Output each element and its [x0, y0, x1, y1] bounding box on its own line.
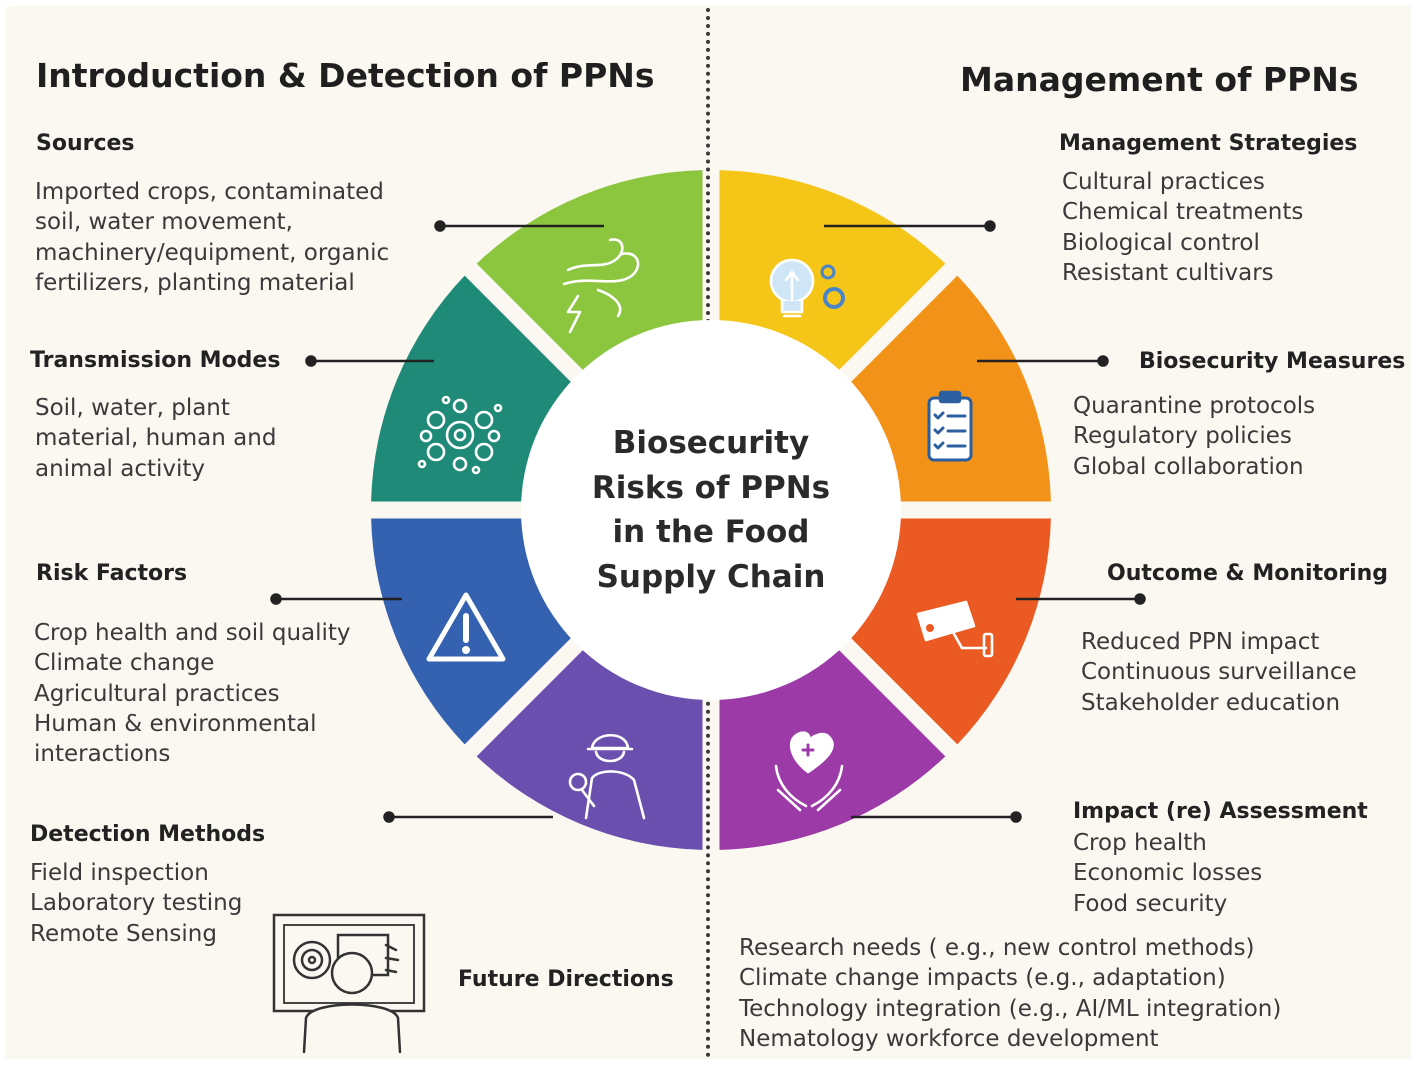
- risk-factors-line: Human & environmental: [34, 710, 317, 737]
- right-heading: Management of PPNs: [960, 60, 1359, 99]
- heart-hands-icon: [774, 731, 844, 812]
- segment-detection: [476, 636, 703, 850]
- worker-magnifier-icon: [568, 734, 646, 820]
- transmission-title: Transmission Modes: [30, 348, 281, 373]
- risk-factors-line: interactions: [34, 741, 171, 768]
- outcome-monitoring-line: Reduced PPN impact: [1081, 629, 1320, 655]
- outcome-monitoring-line: Continuous surveillance: [1081, 659, 1357, 686]
- impact-assessment-line: Crop health: [1073, 830, 1207, 856]
- connector-detection: [383, 811, 553, 823]
- left-heading: Introduction & Detection of PPNs: [36, 56, 655, 95]
- sources-line: fertilizers, planting material: [35, 269, 355, 296]
- management-strategies-line: Resistant cultivars: [1062, 259, 1274, 286]
- connector-management: [824, 220, 996, 232]
- future-directions-line: Research needs ( e.g., new control metho…: [739, 935, 1255, 961]
- gear-cluster-icon: [417, 395, 503, 475]
- connector-biosecurity: [977, 355, 1109, 367]
- center-title-line-4: Supply Chain: [596, 558, 826, 595]
- center-circle: [521, 320, 901, 700]
- biosecurity-measures-line: Global collaboration: [1073, 453, 1304, 480]
- biosecurity-measures-line: Quarantine protocols: [1073, 393, 1316, 419]
- center-title-line-3: in the Food: [612, 514, 810, 550]
- sources-line: machinery/equipment, organic: [35, 239, 390, 266]
- future-directions-list: Research needs ( e.g., new control metho…: [739, 933, 1281, 1054]
- risk-factors-list: Crop health and soil quality Climate cha…: [34, 618, 351, 769]
- connector-risk: [270, 593, 402, 605]
- biosecurity-measures-title: Biosecurity Measures: [1139, 349, 1406, 374]
- connector-impact: [851, 811, 1022, 823]
- wind-lightning-icon: [562, 238, 640, 334]
- future-directions-title: Future Directions: [458, 967, 674, 992]
- center-title-line-2: Risks of PPNs: [591, 469, 831, 506]
- clipboard-checklist-icon: [927, 390, 973, 462]
- segment-biosecurity: [837, 275, 1051, 502]
- detection-methods-list: Field inspection Laboratory testing Remo…: [30, 858, 242, 949]
- segment-risk: [371, 518, 585, 745]
- connector-outcome: [1016, 593, 1146, 605]
- lightbulb-gears-icon: [769, 258, 845, 318]
- management-strategies-line: Cultural practices: [1062, 169, 1265, 195]
- security-camera-icon: [916, 600, 994, 658]
- transmission-line: material, human and: [35, 425, 277, 452]
- transmission-list: Soil, water, plant material, human and a…: [35, 393, 276, 484]
- risk-factors-line: Climate change: [34, 650, 215, 677]
- management-strategies-line: Chemical treatments: [1062, 199, 1304, 226]
- transmission-line: Soil, water, plant: [35, 395, 230, 421]
- impact-assessment-line: Food security: [1073, 890, 1228, 917]
- risk-factors-title: Risk Factors: [36, 561, 188, 586]
- future-directions-line: Climate change impacts (e.g., adaptation…: [739, 965, 1226, 992]
- outcome-monitoring-list: Reduced PPN impact Continuous surveillan…: [1081, 627, 1357, 718]
- sources-list: Imported crops, contaminated soil, water…: [35, 177, 389, 298]
- center-title: Biosecurity Risks of PPNs in the Food Su…: [560, 421, 862, 599]
- management-strategies-title: Management Strategies: [1059, 131, 1358, 156]
- biosecurity-measures-line: Regulatory policies: [1073, 423, 1292, 450]
- sources-title: Sources: [36, 131, 135, 156]
- outcome-monitoring-line: Stakeholder education: [1081, 689, 1341, 716]
- future-directions-line: Nematology workforce development: [739, 1025, 1159, 1052]
- person-at-screen-icon: [272, 913, 426, 1054]
- outcome-monitoring-title: Outcome & Monitoring: [1107, 561, 1389, 586]
- detection-methods-line: Laboratory testing: [30, 890, 243, 917]
- transmission-line: animal activity: [35, 455, 206, 482]
- risk-factors-line: Crop health and soil quality: [34, 620, 351, 646]
- management-strategies-line: Biological control: [1062, 229, 1260, 256]
- segment-transmission: [371, 275, 585, 502]
- detection-methods-line: Field inspection: [30, 860, 209, 886]
- sources-line: Imported crops, contaminated: [35, 179, 384, 205]
- detection-methods-title: Detection Methods: [30, 822, 266, 847]
- connector-sources: [434, 220, 604, 232]
- center-title-line-1: Biosecurity: [612, 425, 810, 461]
- biosecurity-measures-list: Quarantine protocols Regulatory policies…: [1073, 391, 1315, 482]
- detection-methods-line: Remote Sensing: [30, 920, 217, 947]
- impact-assessment-line: Economic losses: [1073, 860, 1263, 887]
- impact-assessment-list: Crop health Economic losses Food securit…: [1073, 828, 1262, 919]
- management-strategies-list: Cultural practices Chemical treatments B…: [1062, 167, 1303, 288]
- segment-sources: [476, 170, 703, 384]
- impact-assessment-title: Impact (re) Assessment: [1073, 799, 1368, 824]
- warning-triangle-icon: [426, 592, 506, 662]
- future-directions-line: Technology integration (e.g., AI/ML inte…: [739, 995, 1282, 1022]
- connector-transmission: [305, 355, 434, 367]
- risk-factors-line: Agricultural practices: [34, 680, 280, 707]
- sources-line: soil, water movement,: [35, 209, 293, 236]
